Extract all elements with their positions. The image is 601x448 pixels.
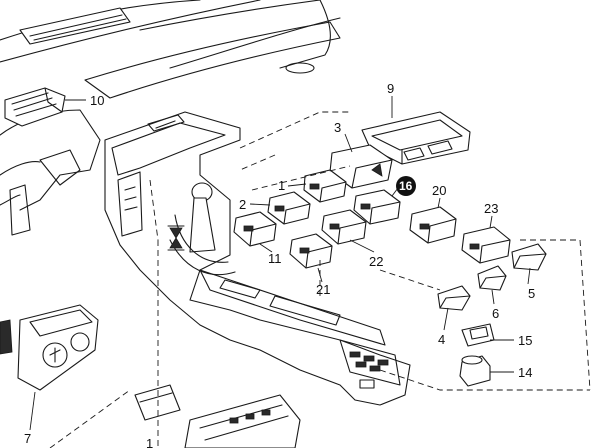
callout-3: 3 <box>334 120 341 135</box>
callout-20: 20 <box>432 183 446 198</box>
callout-7: 7 <box>24 431 31 446</box>
callout-22: 22 <box>369 254 383 269</box>
callout-23: 23 <box>484 201 498 216</box>
part-7-control-unit <box>0 304 99 391</box>
dashboard-outline <box>0 0 341 236</box>
part-20-switch <box>409 206 457 244</box>
callout-21: 21 <box>316 282 330 297</box>
part-14-cap <box>459 355 491 387</box>
callout-15: 15 <box>518 333 532 348</box>
callout-2: 2 <box>239 197 246 212</box>
callout-11: 11 <box>268 251 282 266</box>
part-9-tray <box>361 111 471 165</box>
part-10-vent <box>4 87 66 127</box>
highlight-badge <box>396 176 416 196</box>
part-11-switch <box>233 211 277 247</box>
part-15-bracket <box>461 323 495 347</box>
callout-16: 16 <box>399 179 413 193</box>
part-16-switch <box>353 189 401 225</box>
center-console <box>104 111 411 406</box>
callout-1: 1 <box>278 178 285 193</box>
bottom-control-panels <box>134 384 301 448</box>
callout-9: 9 <box>387 81 394 96</box>
callout-5: 5 <box>528 286 535 301</box>
callout-16-badge: 16 <box>396 176 416 196</box>
part-6-switch <box>477 265 507 291</box>
hourglass-icon <box>167 225 185 251</box>
part-2-switch <box>267 191 311 225</box>
callout-partial-1: 1 <box>146 436 153 448</box>
part-21-switch <box>289 233 333 269</box>
callout-14: 14 <box>518 365 532 380</box>
part-5-switch <box>511 243 547 271</box>
callout-6: 6 <box>492 306 499 321</box>
callout-10: 10 <box>90 93 104 108</box>
part-22-switch <box>321 209 367 245</box>
part-4-switch <box>437 285 471 311</box>
gear-shift <box>169 182 236 276</box>
part-1-switch <box>303 169 347 203</box>
callout-4: 4 <box>438 332 445 347</box>
dashed-group-lines <box>49 111 591 448</box>
part-23-switch <box>461 226 511 264</box>
